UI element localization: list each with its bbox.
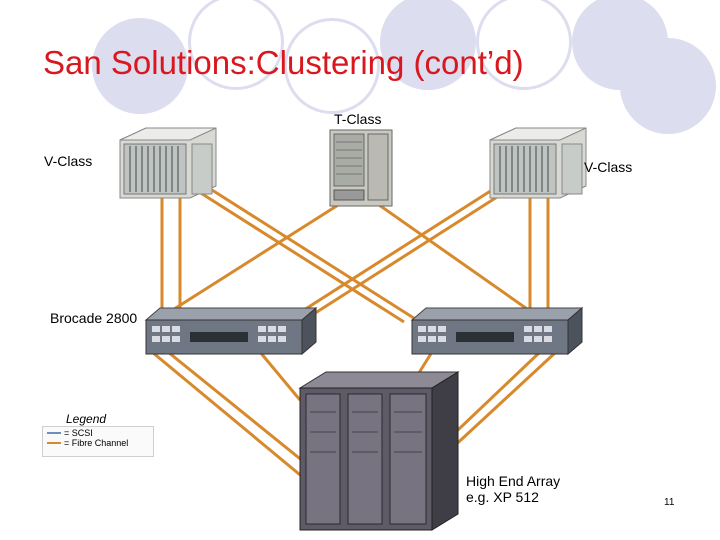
array-label-line1: High End Array	[466, 473, 561, 489]
v-class-left-server	[119, 127, 217, 199]
legend-title: Legend	[66, 412, 107, 426]
t-class-label: T-Class	[334, 111, 382, 127]
brocade-switch-left	[144, 306, 318, 356]
t-class-server	[329, 129, 393, 207]
brocade-switch-label: Brocade 2800	[50, 310, 138, 326]
legend-item-fibre-channel: = Fibre Channel	[64, 438, 129, 448]
array-label-line2: e.g. XP 512	[466, 489, 539, 505]
v-class-right-server	[489, 127, 587, 199]
high-end-array	[298, 371, 460, 531]
slide-title: San Solutions:Clustering (cont’d)	[43, 44, 524, 81]
decor-circle-7	[620, 38, 716, 134]
decor-circle-2	[188, 0, 284, 90]
scsi-line-swatch	[47, 432, 61, 434]
decor-circle-4	[380, 0, 476, 90]
v-class-right-label: V-Class	[584, 159, 633, 175]
legend: = SCSI = Fibre Channel	[42, 426, 154, 457]
v-class-left-label: V-Class	[44, 153, 93, 169]
legend-item-scsi: = SCSI	[64, 428, 93, 438]
brocade-switch-right	[410, 306, 584, 356]
decor-circle-5	[476, 0, 572, 90]
fibre-channel-line-swatch	[47, 442, 61, 444]
page-number: 11	[664, 497, 675, 508]
decor-circle-1	[92, 18, 188, 114]
decor-circle-3	[284, 18, 380, 114]
